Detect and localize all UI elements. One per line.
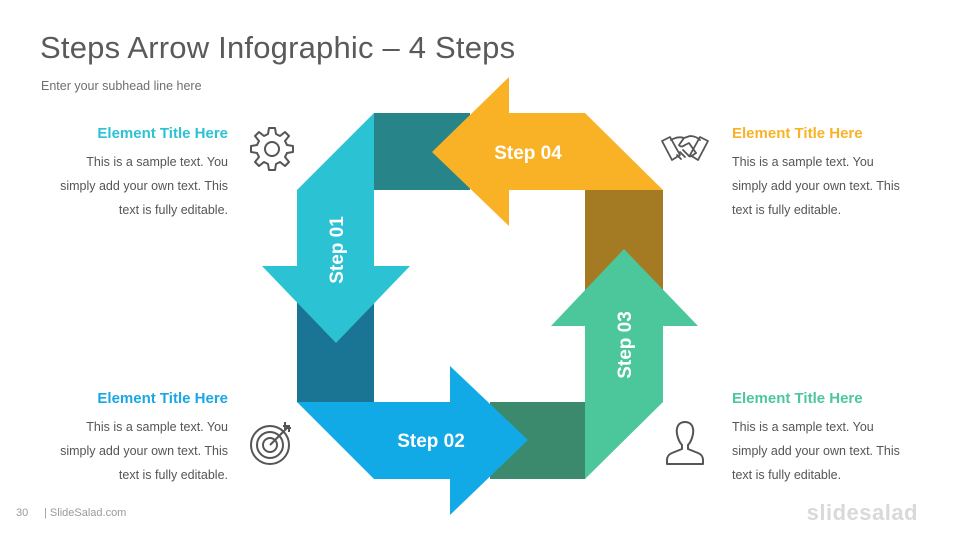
page-number: 30	[16, 507, 29, 519]
footer-source: | SlideSalad.com	[44, 507, 127, 519]
step-01-arrow[interactable]	[262, 113, 410, 343]
element-text-line: text is fully editable.	[732, 468, 842, 482]
element-block-top-left: Element Title Here This is a sample text…	[28, 124, 228, 222]
step-04-label: Step 04	[494, 143, 562, 164]
element-text-line: simply add your own text. This	[732, 179, 900, 193]
element-block-top-right: Element Title Here This is a sample text…	[732, 124, 932, 222]
handshake-icon	[661, 135, 709, 161]
step-03-tail-segment	[585, 190, 663, 290]
element-text-line: simply add your own text. This	[732, 444, 900, 458]
element-text-line: This is a sample text. You	[86, 155, 228, 169]
user-icon	[666, 421, 704, 465]
element-text-line: simply add your own text. This	[60, 444, 228, 458]
step-01-tail-segment	[297, 300, 374, 402]
element-text-line: simply add your own text. This	[60, 179, 228, 193]
step-03-label: Step 03	[615, 311, 636, 379]
element-text-line: This is a sample text. You	[732, 155, 874, 169]
element-title: Element Title Here	[732, 125, 863, 142]
element-text-line: text is fully editable.	[732, 203, 842, 217]
step-01-label: Step 01	[327, 216, 348, 284]
step-02-arrow[interactable]	[297, 366, 528, 515]
element-text-line: text is fully editable.	[118, 468, 228, 482]
page-title: Steps Arrow Infographic – 4 Steps	[40, 30, 516, 65]
step-02-label: Step 02	[397, 431, 465, 452]
target-icon	[250, 422, 291, 465]
page-subtitle: Enter your subhead line here	[41, 79, 202, 93]
step-03-arrow[interactable]	[551, 249, 698, 479]
element-block-bottom-right: Element Title Here This is a sample text…	[732, 389, 932, 487]
element-title: Element Title Here	[97, 390, 228, 407]
step-04-tail-segment	[374, 113, 470, 190]
element-block-bottom-left: Element Title Here This is a sample text…	[28, 389, 228, 487]
slidesalad-logo: slidesalad	[806, 500, 918, 525]
gear-icon	[250, 127, 294, 171]
element-text-line: This is a sample text. You	[86, 420, 228, 434]
step-04-arrow[interactable]	[432, 77, 663, 226]
element-title: Element Title Here	[732, 390, 863, 407]
element-title: Element Title Here	[97, 125, 228, 142]
element-text-line: text is fully editable.	[118, 203, 228, 217]
step-02-tail-segment	[490, 402, 585, 479]
element-text-line: This is a sample text. You	[732, 420, 874, 434]
